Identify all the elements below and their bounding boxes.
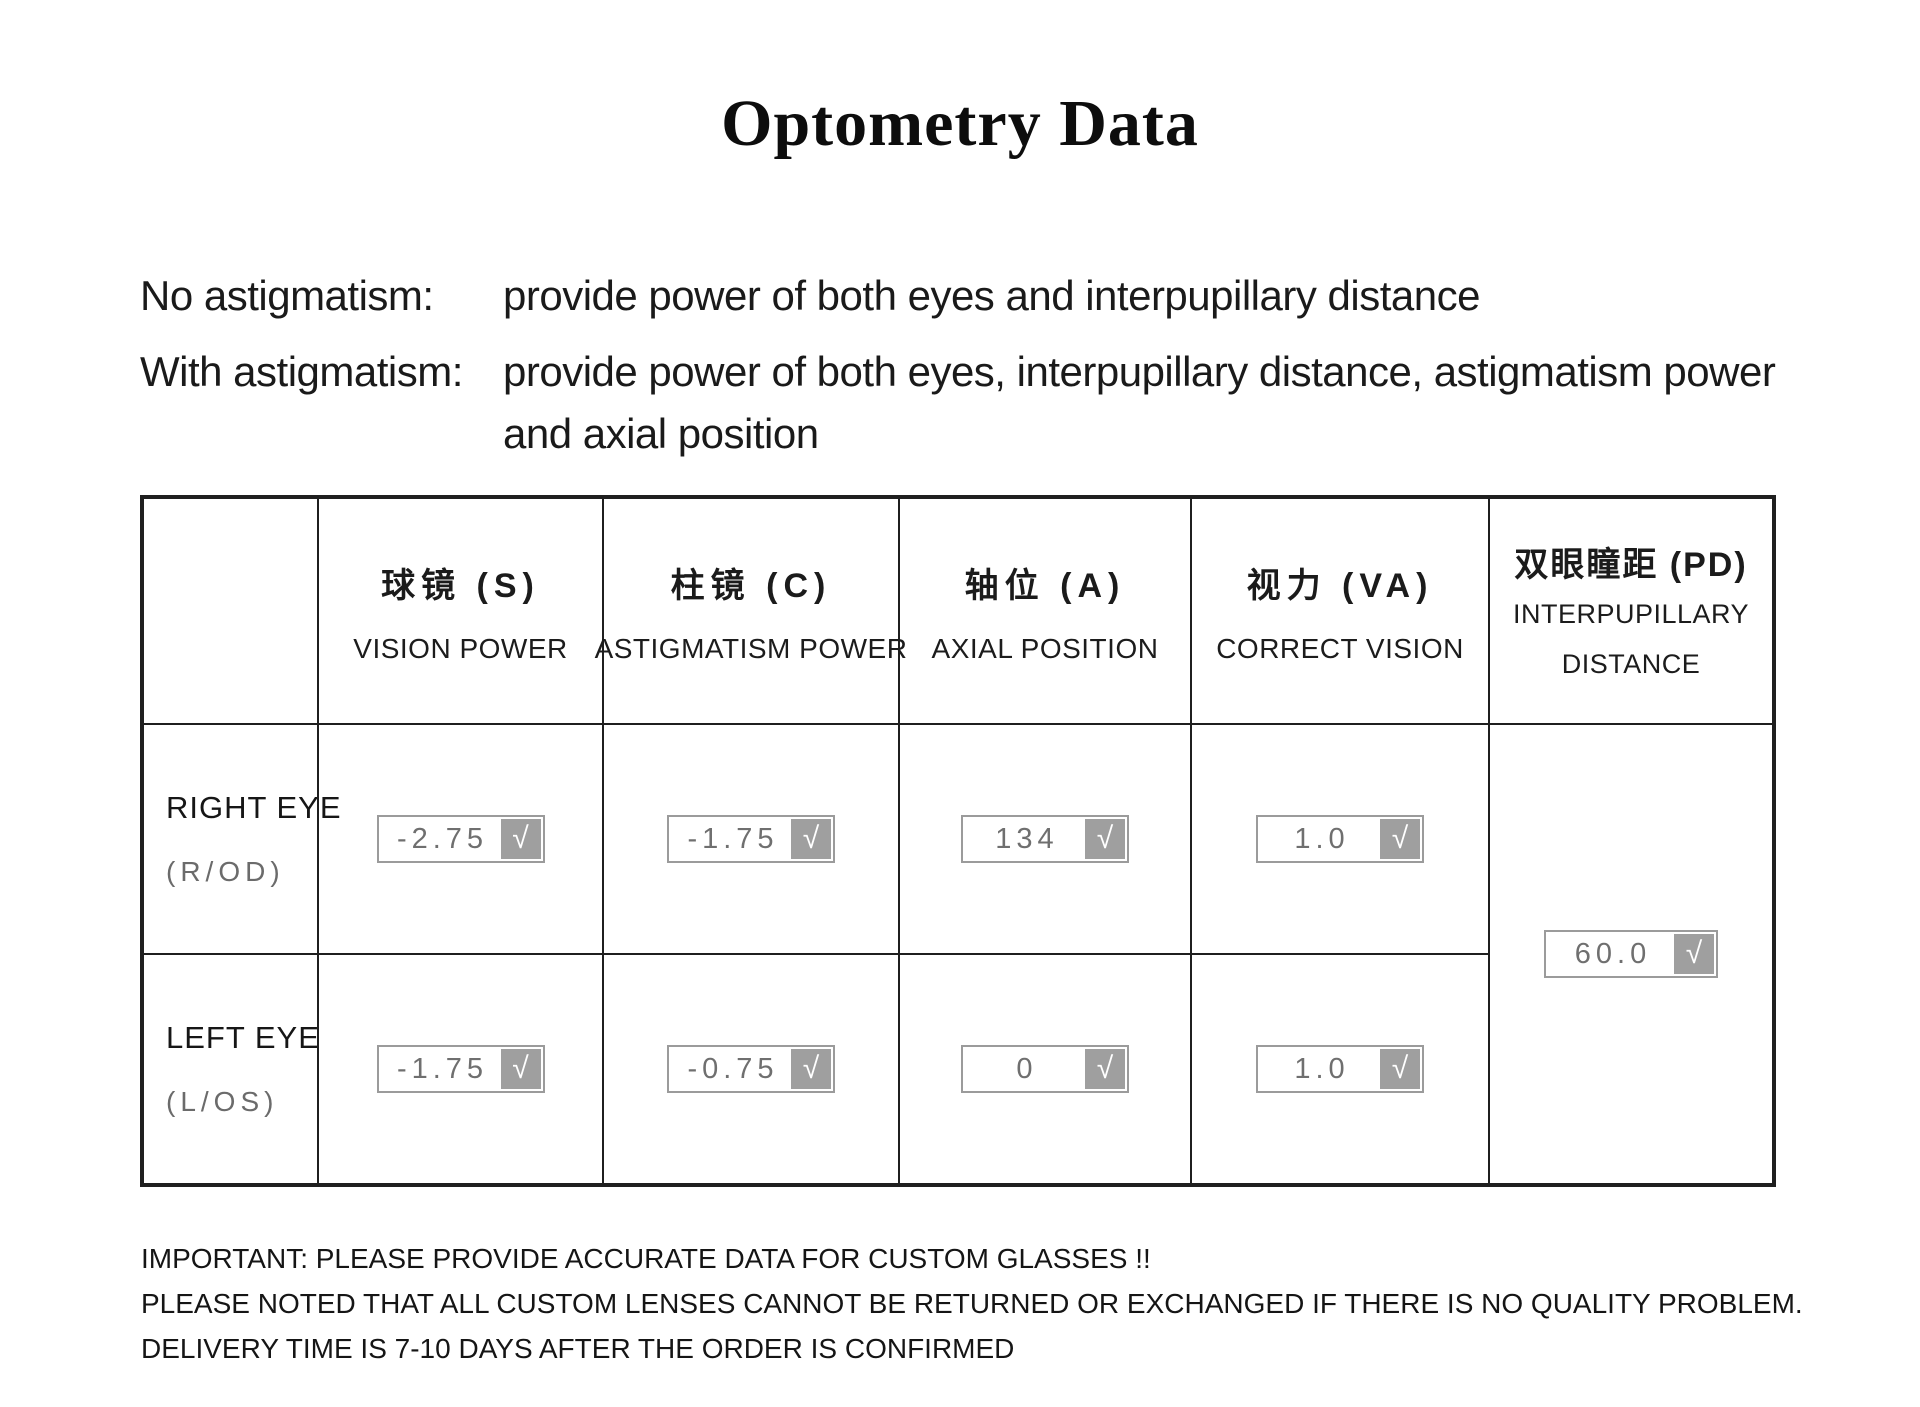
- input-right-eye-astigmatism-power[interactable]: -1.75 √: [667, 815, 835, 863]
- input-left-eye-correct-vision[interactable]: 1.0 √: [1256, 1045, 1424, 1093]
- check-icon: √: [791, 1049, 831, 1089]
- input-right-eye-axial-position[interactable]: 134 √: [961, 815, 1129, 863]
- cell-right-eye-correct-vision: 1.0 √: [1190, 723, 1488, 953]
- note-important: IMPORTANT: PLEASE PROVIDE ACCURATE DATA …: [141, 1243, 1151, 1274]
- left-eye-sublabel: (L/OS): [166, 1086, 279, 1117]
- column-header-axial-position: 轴位 (A) AXIAL POSITION: [898, 499, 1190, 723]
- input-value: -1.75: [687, 822, 779, 855]
- input-right-eye-correct-vision[interactable]: 1.0 √: [1256, 815, 1424, 863]
- input-value: -2.75: [396, 822, 489, 855]
- cell-left-eye-astigmatism-power: -0.75 √: [602, 953, 898, 1183]
- check-icon: √: [1085, 1049, 1125, 1089]
- check-icon: √: [500, 819, 541, 859]
- intro-with-astigmatism-desc-line2: and axial position: [503, 410, 819, 457]
- intro-no-astigmatism-label: No astigmatism:: [140, 272, 434, 319]
- column-header-vision-power-en: VISION POWER: [353, 632, 568, 664]
- cell-right-eye-axial-position: 134 √: [898, 723, 1190, 953]
- check-icon: √: [791, 819, 831, 859]
- header-empty-cell: [144, 499, 317, 723]
- right-eye-label: RIGHT EYE: [166, 790, 342, 825]
- cell-right-eye-astigmatism-power: -1.75 √: [602, 723, 898, 953]
- column-header-correct-vision-cn: 视力 (VA): [1246, 566, 1434, 605]
- intro-with-astigmatism-label: With astigmatism:: [140, 348, 463, 395]
- column-header-axial-position-cn: 轴位 (A): [964, 566, 1126, 605]
- cell-interpupillary-distance: 60.0 √: [1488, 723, 1772, 1183]
- check-icon: √: [1085, 819, 1125, 859]
- column-header-interpupillary-distance-en2: DISTANCE: [1561, 648, 1701, 679]
- column-header-interpupillary-distance-en1: INTERPUPILLARY: [1512, 598, 1750, 629]
- column-header-astigmatism-power-en: ASTIGMATISM POWER: [594, 632, 908, 664]
- intro-no-astigmatism-desc: provide power of both eyes and interpupi…: [503, 272, 1480, 319]
- input-value: 1.0: [1294, 1052, 1350, 1085]
- column-header-axial-position-en: AXIAL POSITION: [931, 632, 1159, 664]
- column-header-interpupillary-distance: 双眼瞳距 (PD) INTERPUPILLARY DISTANCE: [1488, 499, 1772, 723]
- page-title: Optometry Data: [721, 87, 1199, 160]
- row-header-right-eye: RIGHT EYE (R/OD): [144, 723, 341, 953]
- column-header-correct-vision: 视力 (VA) CORRECT VISION: [1190, 499, 1488, 723]
- input-value: -1.75: [396, 1052, 489, 1085]
- row-header-left-eye: LEFT EYE (L/OS): [144, 953, 320, 1183]
- footer-notes: IMPORTANT: PLEASE PROVIDE ACCURATE DATA …: [141, 1236, 1803, 1371]
- intro-with-astigmatism-desc-line1: provide power of both eyes, interpupilla…: [503, 348, 1776, 395]
- cell-right-eye-vision-power: -2.75 √: [317, 723, 602, 953]
- column-header-vision-power-cn: 球镜 (S): [381, 566, 540, 605]
- input-value: 60.0: [1574, 937, 1652, 970]
- note-delivery: DELIVERY TIME IS 7-10 DAYS AFTER THE ORD…: [141, 1333, 1015, 1364]
- check-icon: √: [500, 1049, 541, 1089]
- input-value: 134: [995, 822, 1059, 855]
- note-returns: PLEASE NOTED THAT ALL CUSTOM LENSES CANN…: [141, 1288, 1803, 1319]
- input-right-eye-vision-power[interactable]: -2.75 √: [376, 815, 545, 863]
- input-value: 1.0: [1294, 822, 1350, 855]
- column-header-interpupillary-distance-cn: 双眼瞳距 (PD): [1514, 545, 1748, 584]
- input-left-eye-vision-power[interactable]: -1.75 √: [376, 1045, 545, 1093]
- cell-left-eye-vision-power: -1.75 √: [317, 953, 602, 1183]
- input-value: -0.75: [687, 1052, 779, 1085]
- left-eye-label: LEFT EYE: [166, 1020, 320, 1055]
- cell-left-eye-axial-position: 0 √: [898, 953, 1190, 1183]
- check-icon: √: [1380, 1049, 1420, 1089]
- column-header-astigmatism-power-cn: 柱镜 (C): [670, 566, 832, 605]
- column-header-vision-power: 球镜 (S) VISION POWER: [317, 499, 602, 723]
- input-interpupillary-distance[interactable]: 60.0 √: [1544, 930, 1718, 978]
- check-icon: √: [1674, 934, 1714, 974]
- input-left-eye-axial-position[interactable]: 0 √: [961, 1045, 1129, 1093]
- input-left-eye-astigmatism-power[interactable]: -0.75 √: [667, 1045, 835, 1093]
- check-icon: √: [1380, 819, 1420, 859]
- cell-left-eye-correct-vision: 1.0 √: [1190, 953, 1488, 1183]
- optometry-table: 球镜 (S) VISION POWER 柱镜 (C) ASTIGMATISM P…: [140, 495, 1776, 1187]
- column-header-correct-vision-en: CORRECT VISION: [1216, 632, 1464, 664]
- column-header-astigmatism-power: 柱镜 (C) ASTIGMATISM POWER: [595, 499, 907, 723]
- right-eye-sublabel: (R/OD): [166, 856, 285, 887]
- input-value: 0: [1016, 1052, 1038, 1085]
